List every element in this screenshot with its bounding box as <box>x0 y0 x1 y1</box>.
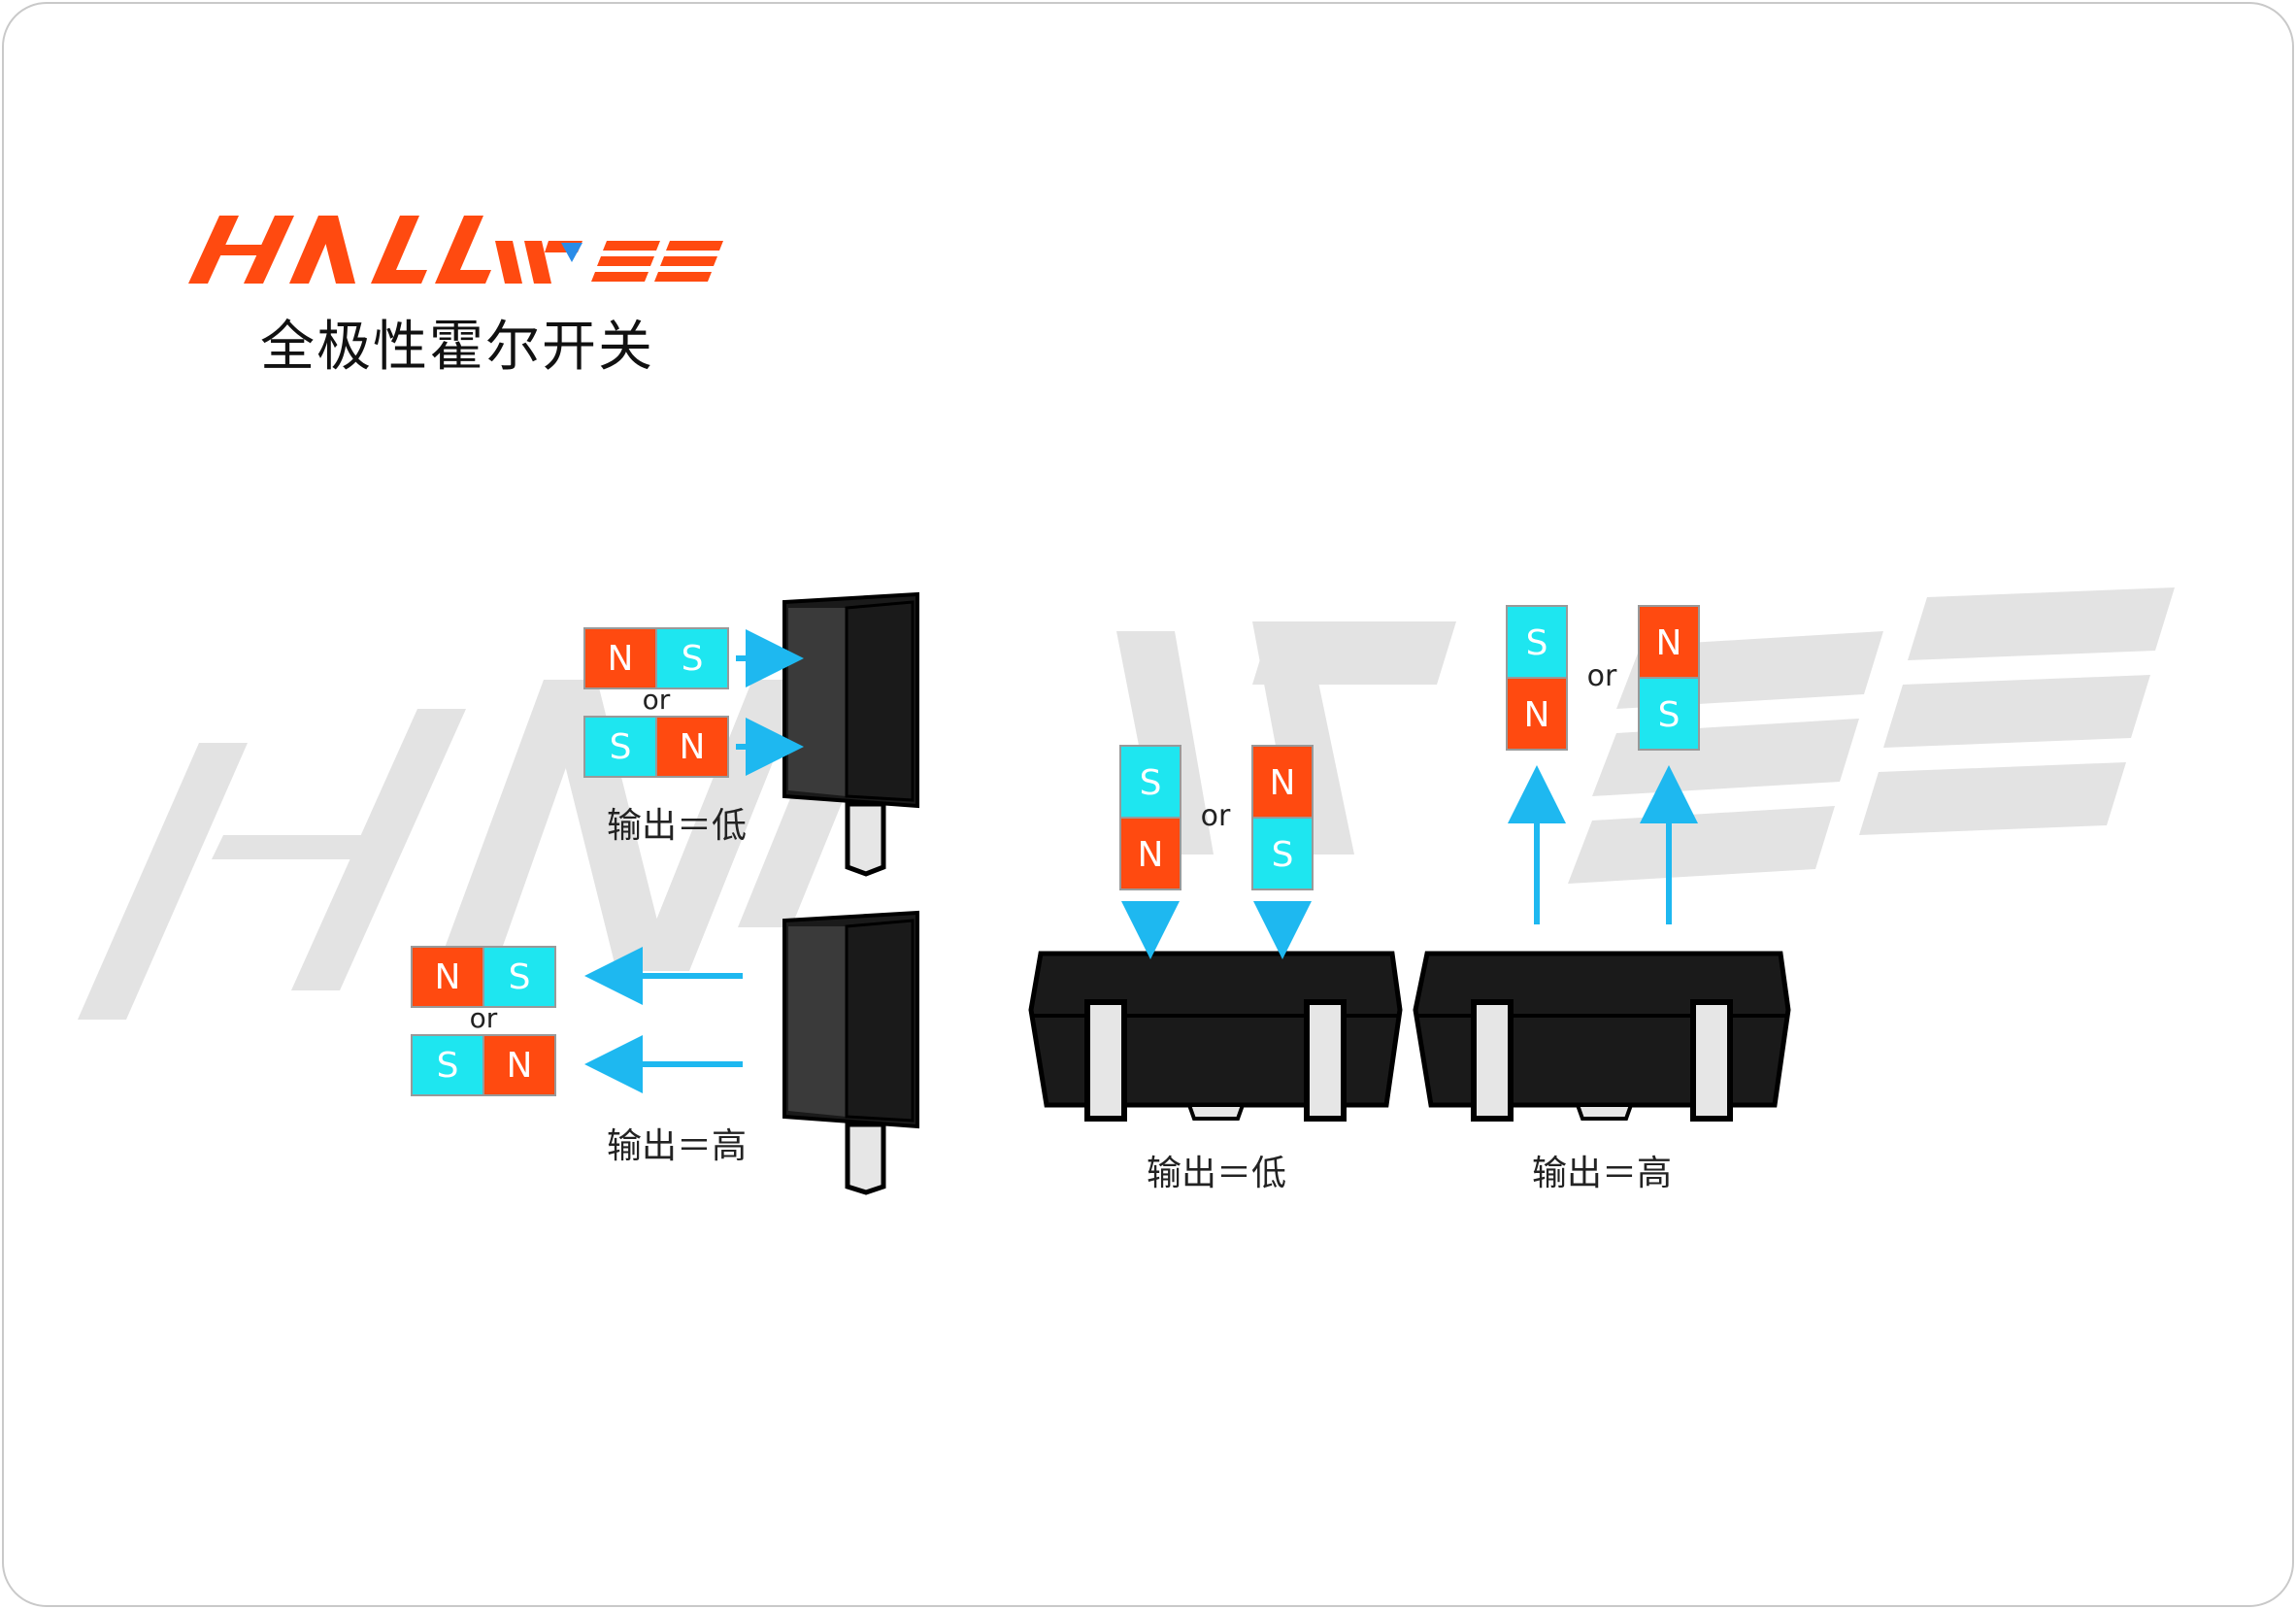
or-label: or <box>1201 799 1231 833</box>
output-label-to92-low: 输出＝低 <box>607 806 747 846</box>
pole-label: N <box>507 1046 533 1086</box>
pole-label: S <box>610 727 632 767</box>
pole-label: N <box>1138 835 1164 875</box>
brand-logo <box>188 216 723 284</box>
sot23-sensor-left <box>1028 951 1403 1122</box>
magnet-sn-vertical-2: S N <box>1506 605 1568 751</box>
or-label: or <box>643 684 671 716</box>
output-label-sot23-low: 输出＝低 <box>1147 1154 1286 1193</box>
pole-label: S <box>509 957 531 997</box>
pole-label: N <box>680 727 706 767</box>
product-subtitle: 全极性霍尔开关 <box>260 316 654 379</box>
pole-label: N <box>1656 623 1682 663</box>
pole-label: S <box>1526 623 1548 663</box>
pole-label: S <box>682 639 704 679</box>
magnet-sn-vertical-1: S N <box>1119 745 1181 890</box>
pole-label: S <box>1658 695 1680 735</box>
pole-label: N <box>1524 695 1550 735</box>
pole-label: N <box>608 639 634 679</box>
sot23-sensor-right <box>1413 951 1791 1122</box>
output-label-sot23-high: 输出＝高 <box>1532 1154 1672 1193</box>
to92-sensor-bottom <box>782 910 919 1195</box>
magnet-ns-vertical-2: N S <box>1638 605 1700 751</box>
pole-label: S <box>437 1046 459 1086</box>
logo-accent-triangle <box>561 243 582 262</box>
or-label: or <box>470 1002 498 1034</box>
pole-label: N <box>435 957 461 997</box>
magnet-sn-horizontal-1: S N <box>583 716 729 778</box>
or-label: or <box>1587 659 1617 693</box>
magnet-ns-horizontal-1: N S <box>583 627 729 689</box>
to92-sensor-top <box>782 591 919 877</box>
pole-label: N <box>1270 763 1296 803</box>
magnet-sn-horizontal-2: S N <box>411 1034 556 1096</box>
output-label-to92-high: 输出＝高 <box>607 1126 747 1166</box>
magnet-ns-vertical-1: N S <box>1251 745 1314 890</box>
pole-label: S <box>1272 835 1294 875</box>
magnet-ns-horizontal-2: N S <box>411 946 556 1008</box>
pole-label: S <box>1140 763 1162 803</box>
